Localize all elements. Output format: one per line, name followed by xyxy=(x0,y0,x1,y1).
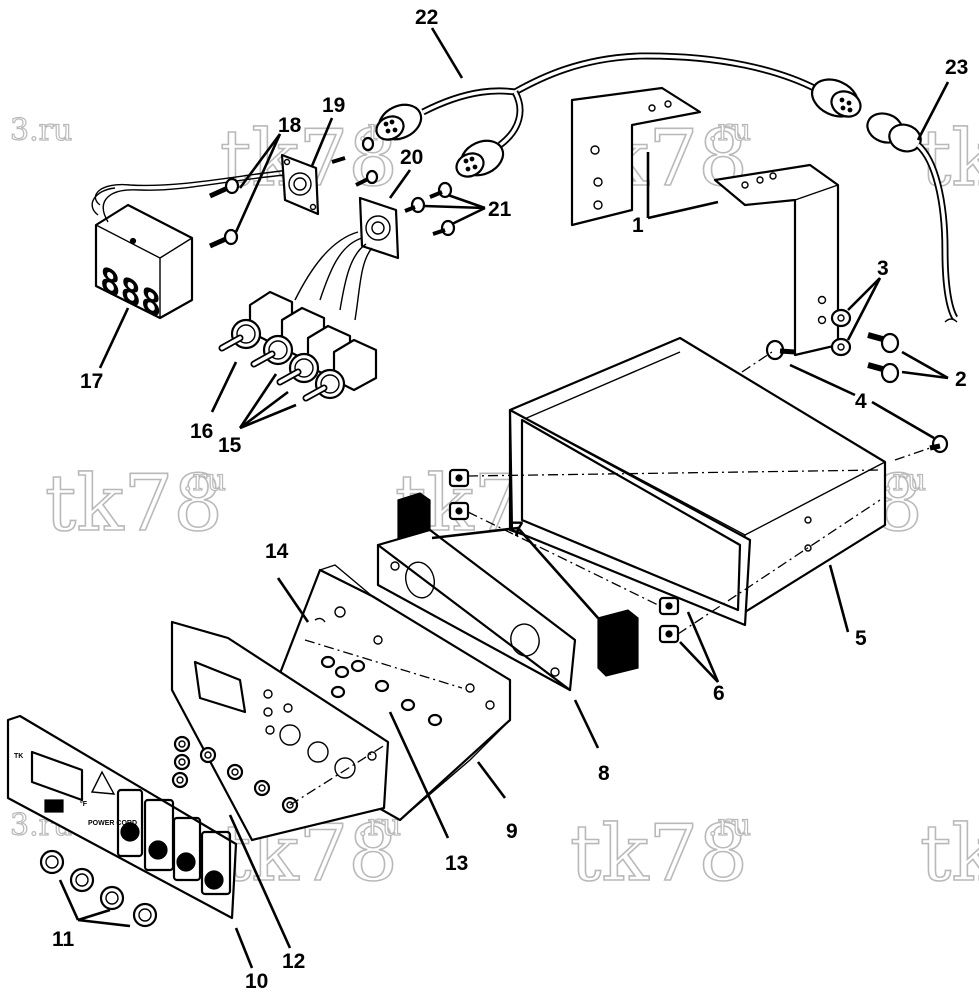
power-cable xyxy=(866,112,959,323)
watermark-bottom-center-left-suffix: .ru xyxy=(358,808,401,843)
screws-side xyxy=(765,332,949,454)
watermark-bottom-right: tk xyxy=(920,809,979,899)
toggle-switches xyxy=(218,290,378,402)
connector-19 xyxy=(280,136,379,216)
watermark-bottom-center-right: tk78 xyxy=(570,809,748,899)
callout-18: 18 xyxy=(278,114,302,137)
watermark-mid-left-suffix: .ru xyxy=(183,463,226,498)
overlay-power-label: POWER CORD xyxy=(88,820,137,827)
watermark-mid-left: tk78 xyxy=(45,459,223,549)
housing-box xyxy=(508,336,887,627)
watermark-top-center-left: tk78 xyxy=(220,114,398,204)
led-array xyxy=(320,655,443,727)
bezel-rings xyxy=(39,849,158,928)
lamp-holders xyxy=(171,735,299,814)
callout-13: 13 xyxy=(445,852,468,875)
callout-19: 19 xyxy=(322,94,345,117)
callout-3: 3 xyxy=(877,257,889,280)
mounting-panel xyxy=(170,620,390,842)
callout-6: 6 xyxy=(713,682,725,705)
callout-5: 5 xyxy=(855,627,867,650)
callout-9: 9 xyxy=(506,820,518,843)
leader-lines xyxy=(58,27,950,969)
front-plate xyxy=(376,528,577,692)
watermark-mid-right-suffix: .ru xyxy=(883,463,926,498)
callout-17: 17 xyxy=(80,370,103,393)
callout-16: 16 xyxy=(190,420,213,443)
callout-2: 2 xyxy=(955,368,967,391)
toggle-switch-3 xyxy=(276,324,352,386)
callout-labels: 22 23 1 3 2 4 5 6 7 8 9 13 14 12 10 11 1… xyxy=(52,6,968,993)
watermark-partial-top-left: 3.ru xyxy=(10,113,72,148)
overlay-unit: °F xyxy=(80,800,88,808)
callout-14: 14 xyxy=(265,540,289,563)
harness-connector-right xyxy=(810,78,862,118)
toggle-switch-4 xyxy=(302,338,378,402)
callout-4: 4 xyxy=(855,390,867,413)
harness-connector-left xyxy=(375,103,423,141)
connector-20 xyxy=(294,196,400,321)
callout-11: 11 xyxy=(52,928,75,951)
display-screws xyxy=(208,177,240,249)
connector-screws xyxy=(404,181,456,237)
callout-1: 1 xyxy=(632,214,644,237)
washers xyxy=(830,308,852,357)
callout-7: 7 xyxy=(512,518,524,541)
watermark-top-center-right-suffix: .ru xyxy=(708,113,751,148)
callout-20: 20 xyxy=(400,146,423,169)
callout-21: 21 xyxy=(488,198,512,221)
front-overlay-panel: TK °F POWER CORD xyxy=(6,714,238,920)
callout-12: 12 xyxy=(282,950,305,973)
callout-15: 15 xyxy=(218,434,242,457)
callout-8: 8 xyxy=(598,762,610,785)
harness-connector-branch xyxy=(455,139,505,178)
alignment-lines xyxy=(289,351,931,806)
callout-22: 22 xyxy=(415,6,438,29)
callout-10: 10 xyxy=(245,970,268,993)
watermark-bottom-center-right-suffix: .ru xyxy=(708,808,751,843)
callout-23: 23 xyxy=(945,56,968,79)
cable-harness xyxy=(375,52,959,323)
mounting-bracket-rear xyxy=(570,86,702,227)
standoffs xyxy=(448,468,680,644)
mounting-bracket-front xyxy=(713,163,840,357)
overlay-logo: TK xyxy=(14,753,23,760)
